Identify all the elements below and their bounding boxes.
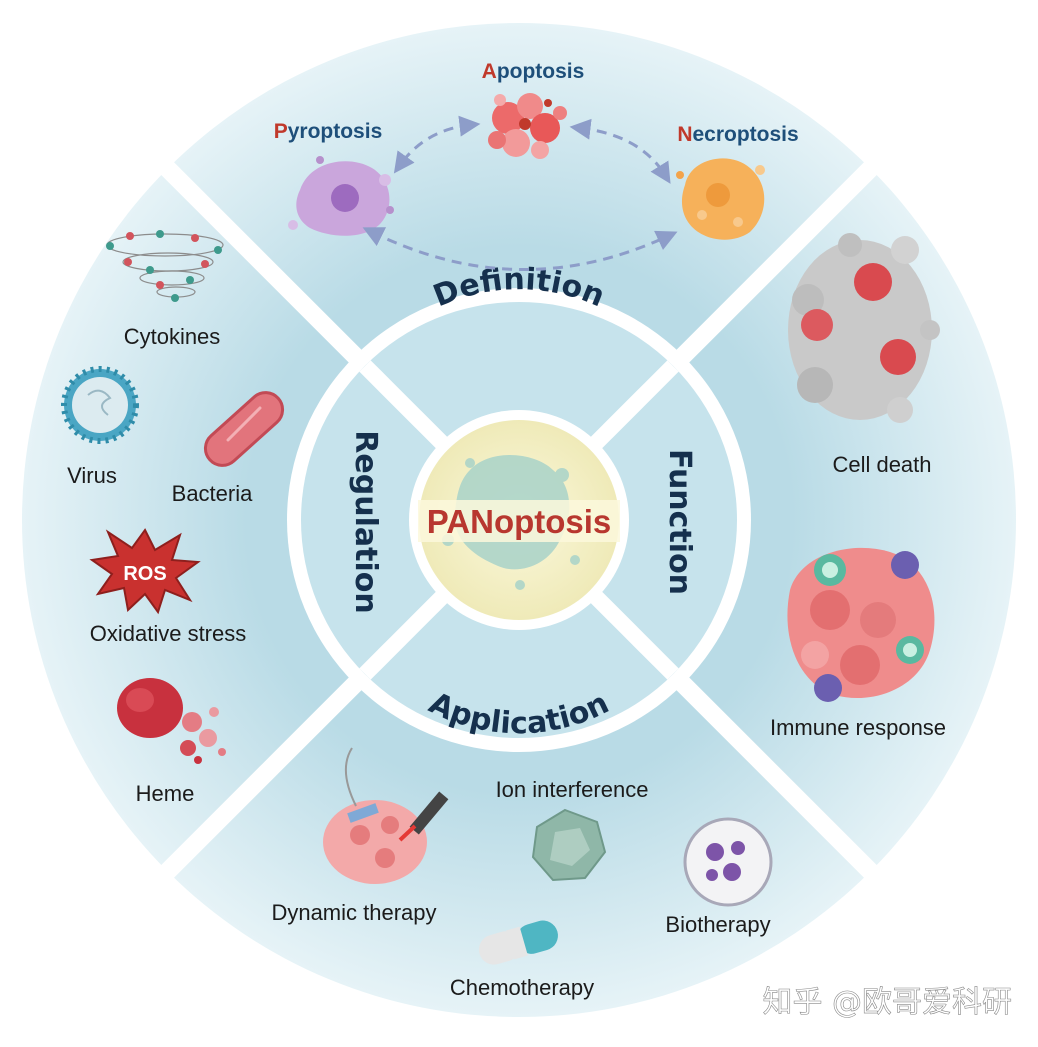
label-bacteria: Bacteria bbox=[172, 481, 253, 506]
label-biotherapy: Biotherapy bbox=[665, 912, 770, 937]
label-pyroptosis: Pyroptosis bbox=[274, 120, 383, 143]
watermark: 知乎 @欧哥爱科研 bbox=[762, 985, 1012, 1020]
bacteria-icon bbox=[203, 391, 285, 467]
label-ion-interference: Ion interference bbox=[496, 777, 649, 802]
heme-icon bbox=[117, 678, 226, 764]
immune-response-icon bbox=[787, 547, 935, 702]
label-dynamic-therapy: Dynamic therapy bbox=[271, 900, 436, 925]
label-oxidative-stress: Oxidative stress bbox=[90, 621, 247, 646]
dynamic-therapy-icon bbox=[323, 747, 449, 884]
definition-arrows bbox=[362, 115, 678, 271]
necroptosis-cell-icon bbox=[676, 158, 765, 240]
biotherapy-icon bbox=[683, 817, 773, 907]
ros-icon: ROS bbox=[89, 528, 201, 615]
label-immune-response: Immune response bbox=[770, 715, 946, 740]
chemotherapy-icon bbox=[478, 920, 558, 965]
center-title-band bbox=[418, 500, 620, 542]
label-necroptosis: Necroptosis bbox=[677, 123, 798, 146]
pyroptosis-cell-icon bbox=[288, 156, 394, 236]
virus-icon bbox=[61, 366, 139, 444]
label-chemotherapy: Chemotherapy bbox=[450, 975, 594, 1000]
ros-label: ROS bbox=[123, 563, 166, 585]
ion-interference-icon bbox=[531, 808, 607, 882]
ring-label-regulation: Regulation bbox=[348, 430, 383, 613]
cytokines-icon bbox=[106, 233, 224, 298]
label-heme: Heme bbox=[136, 781, 195, 806]
apoptosis-cell-icon bbox=[488, 93, 567, 159]
label-cytokines: Cytokines bbox=[124, 324, 221, 349]
label-cell-death: Cell death bbox=[832, 452, 931, 477]
ring-label-function: Function bbox=[662, 449, 697, 595]
cytokines-dots bbox=[106, 230, 222, 302]
label-apoptosis: Apoptosis bbox=[482, 60, 585, 83]
cell-death-icon bbox=[788, 233, 940, 423]
label-virus: Virus bbox=[67, 463, 117, 488]
center-title: PANoptosis bbox=[427, 503, 612, 540]
